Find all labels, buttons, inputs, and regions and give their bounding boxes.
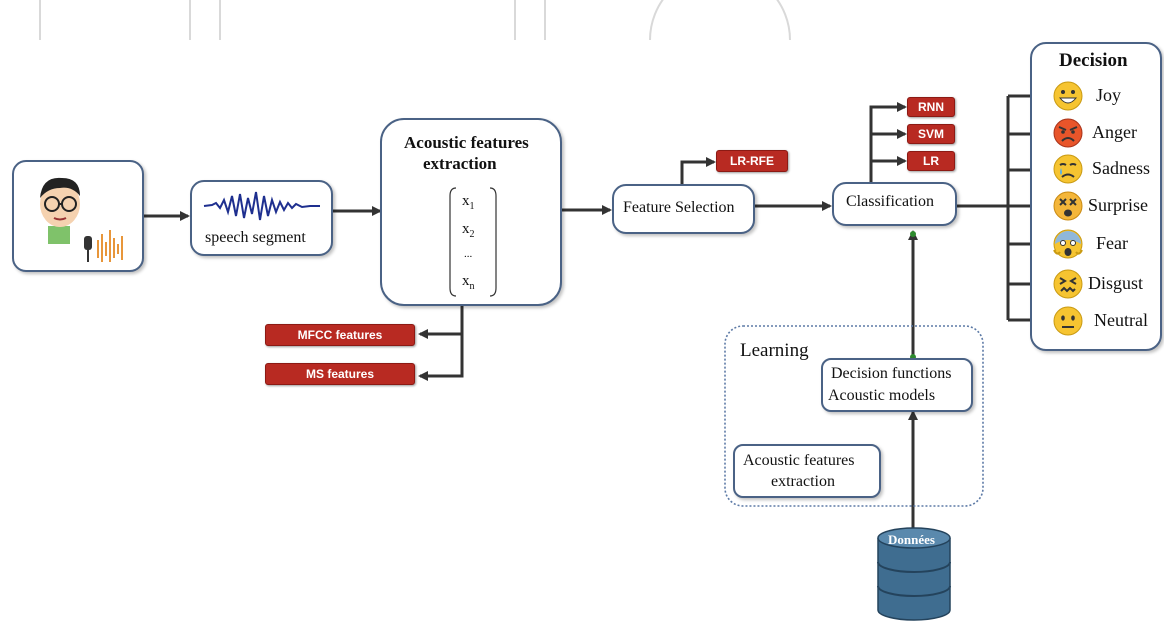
emotion-anger: Anger xyxy=(1052,117,1162,151)
waveform-icon xyxy=(203,191,320,221)
tag-rnn: RNN xyxy=(907,97,955,117)
classification-label: Classification xyxy=(846,193,934,210)
vector-brackets xyxy=(449,187,497,297)
learning-container xyxy=(724,325,984,507)
emotion-label-surprise: Surprise xyxy=(1088,195,1148,215)
acoustic-extraction-title-2: extraction xyxy=(423,154,497,173)
vector-x2: x2 xyxy=(462,221,475,240)
speaker-icon xyxy=(40,177,123,262)
tag-lr-rfe: LR-RFE xyxy=(716,150,788,172)
vector-xn: xn xyxy=(462,273,475,292)
arrow-selection-to-lrrfe xyxy=(680,157,716,185)
emotion-label-disgust: Disgust xyxy=(1088,273,1144,293)
confounded-face-icon xyxy=(1053,269,1083,299)
acoustic-extraction-title-1: Acoustic features xyxy=(404,133,529,152)
feature-selection-label: Feature Selection xyxy=(623,199,735,216)
emotion-label-neutral: Neutral xyxy=(1094,310,1148,330)
tag-lr: LR xyxy=(907,151,955,171)
acoustic-models-label: Acoustic models xyxy=(828,387,936,404)
watermark xyxy=(39,0,791,41)
emotion-neutral: Neutral xyxy=(1052,305,1162,339)
decision-functions-box: Decision functions Acoustic models xyxy=(821,358,973,412)
grinning-face-icon xyxy=(1053,81,1083,111)
arrow-classification-to-rnn xyxy=(869,102,907,182)
neutral-face-icon xyxy=(1053,306,1083,336)
decision-box: Decision xyxy=(1030,42,1162,351)
database-label: Données xyxy=(888,532,935,547)
tag-mfcc-features: MFCC features xyxy=(265,324,415,346)
classification-box: Classification xyxy=(832,182,957,226)
speaker-box xyxy=(12,160,144,272)
connector-dot-top xyxy=(910,231,916,237)
arrow-extraction-to-mfcc xyxy=(418,306,464,339)
arrow-extraction-to-ms xyxy=(418,334,464,381)
emotion-sadness: Sadness xyxy=(1052,153,1162,187)
emotion-disgust: Disgust xyxy=(1052,268,1162,302)
decision-functions-label: Decision functions xyxy=(831,365,952,382)
tag-ms-features: MS features xyxy=(265,363,415,385)
decision-title: Decision xyxy=(1059,50,1128,71)
vector-dots: ... xyxy=(464,248,473,260)
screaming-face-icon xyxy=(1053,229,1083,259)
emotion-label-anger: Anger xyxy=(1092,122,1137,142)
emotion-label-sadness: Sadness xyxy=(1092,158,1150,178)
emotion-label-fear: Fear xyxy=(1096,233,1128,253)
database-icon xyxy=(877,527,951,621)
astonished-face-icon xyxy=(1053,191,1083,221)
learning-extraction-label-2: extraction xyxy=(771,473,835,490)
angry-face-icon xyxy=(1053,118,1083,148)
learning-title: Learning xyxy=(740,340,809,361)
vector-x1: x1 xyxy=(462,193,475,212)
acoustic-extraction-box: Acoustic features extraction x1 x2 ... x… xyxy=(380,118,562,306)
emotion-fear: Fear xyxy=(1052,228,1162,262)
emotion-joy: Joy xyxy=(1052,80,1162,114)
learning-extraction-label-1: Acoustic features xyxy=(743,452,855,469)
feature-selection-box: Feature Selection xyxy=(612,184,755,234)
tag-svm: SVM xyxy=(907,124,955,144)
emotion-surprise: Surprise xyxy=(1052,190,1162,224)
speech-segment-label: speech segment xyxy=(205,229,306,246)
learning-extraction-box: Acoustic features extraction xyxy=(733,444,881,498)
emotion-label-joy: Joy xyxy=(1096,85,1122,105)
speech-segment-box: speech segment xyxy=(190,180,333,256)
crying-face-icon xyxy=(1053,154,1083,184)
